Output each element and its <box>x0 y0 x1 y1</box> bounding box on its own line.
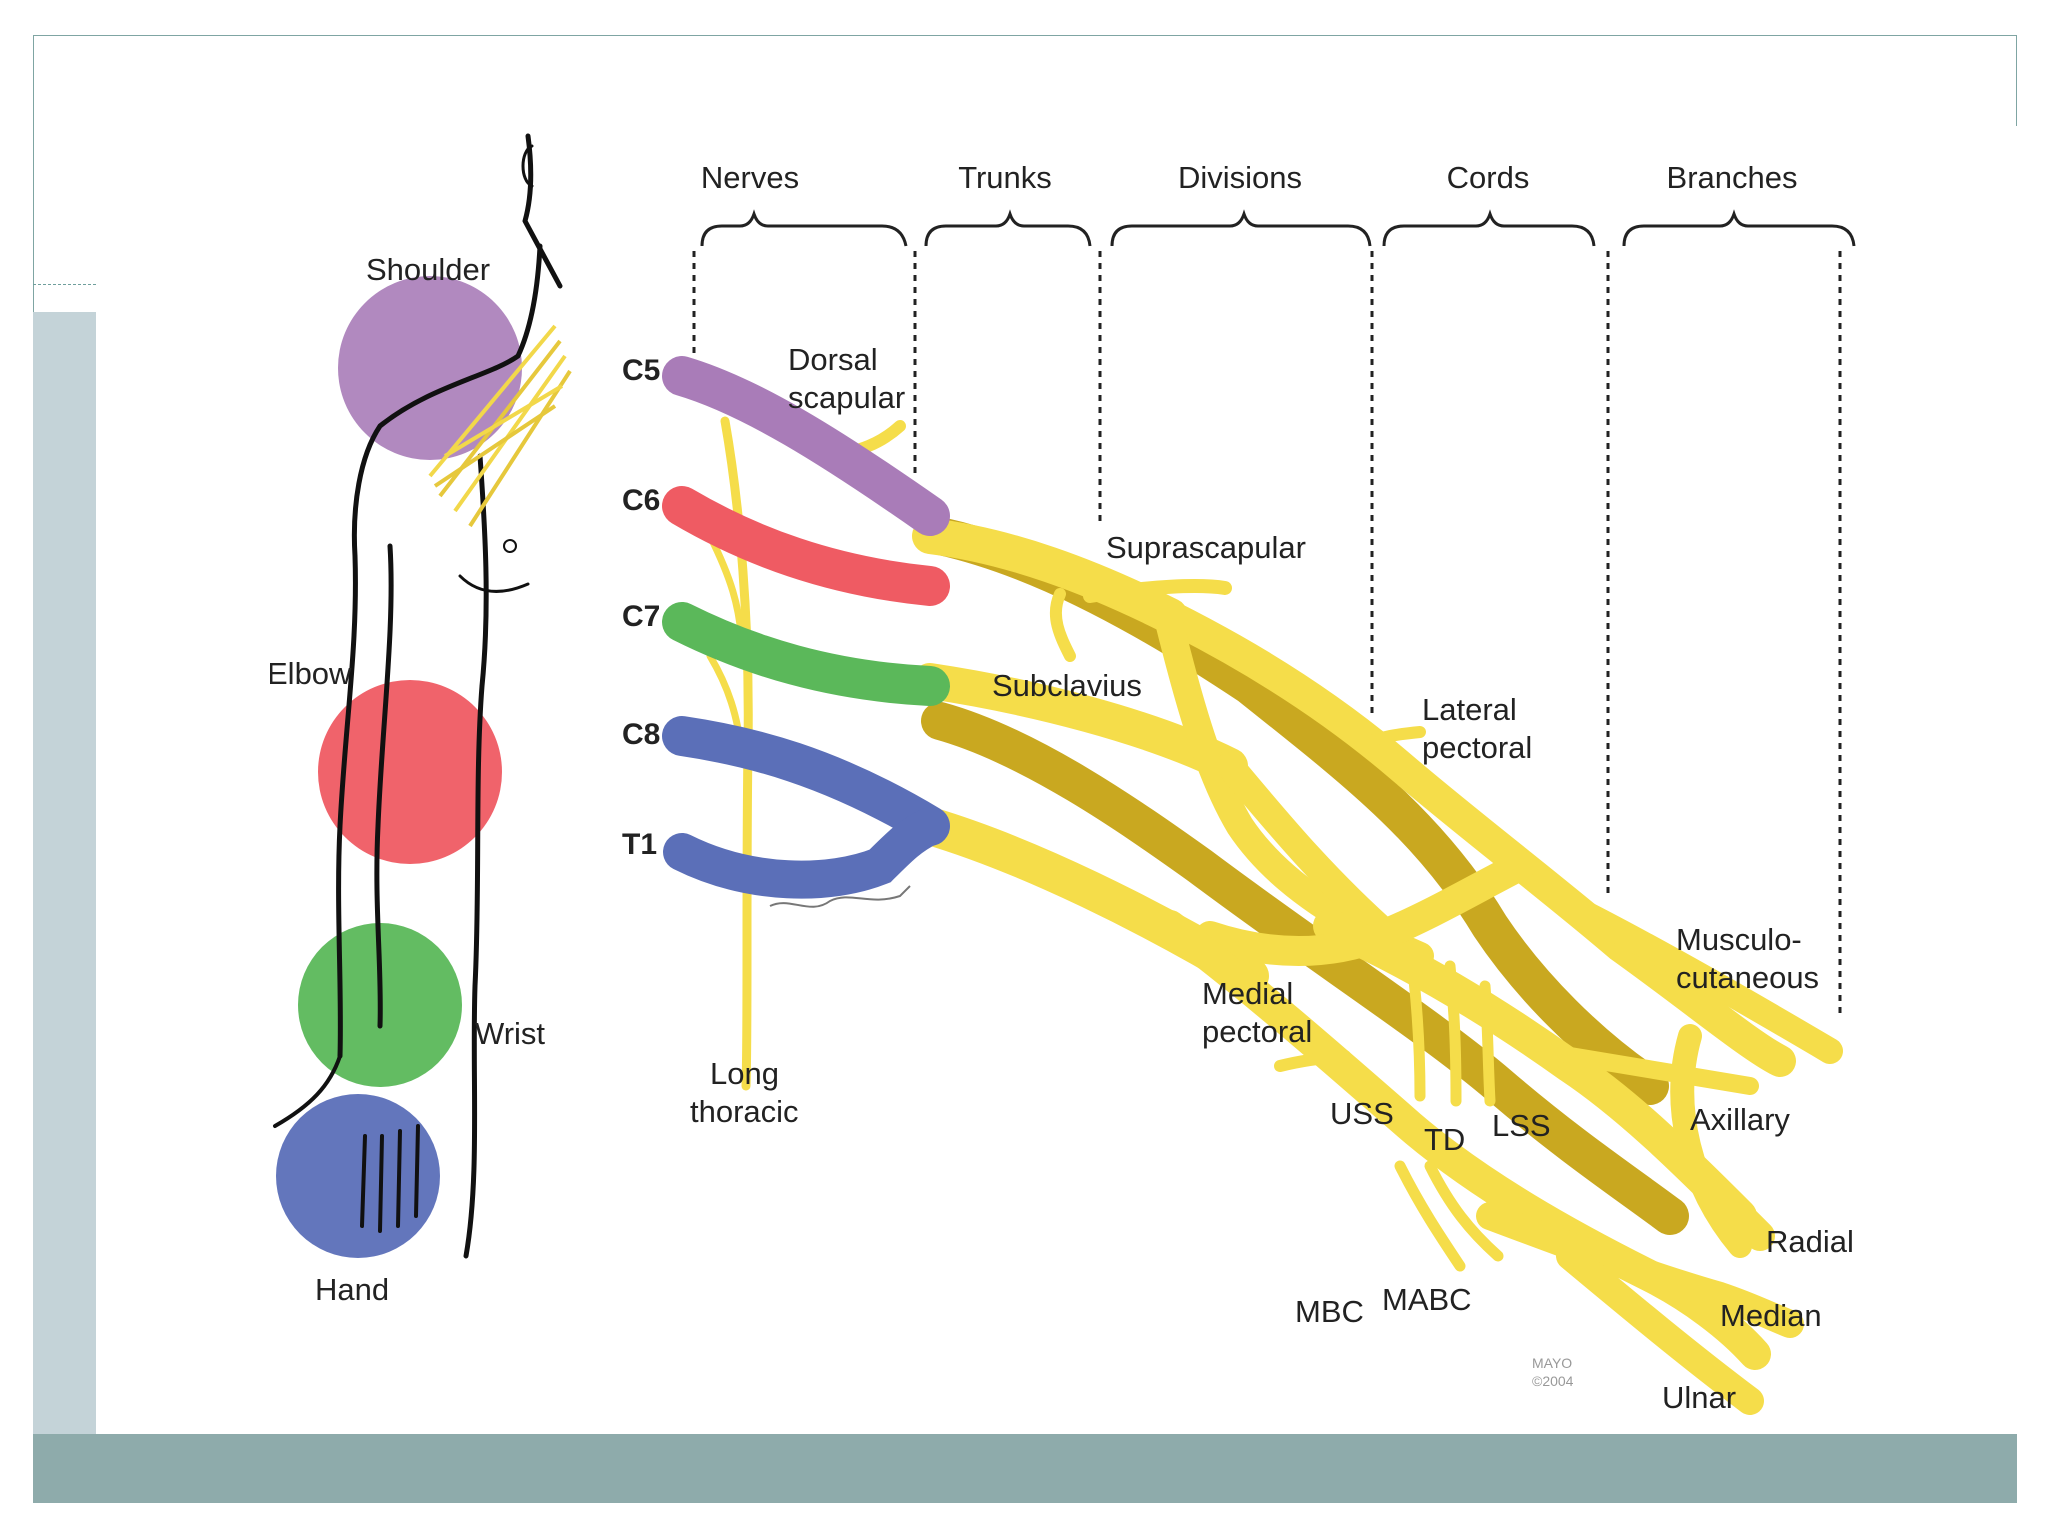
elbow-label: Elbow <box>270 656 352 691</box>
median-nerve <box>1476 1202 1804 1338</box>
mabc-nerve <box>1424 1160 1504 1262</box>
label-medial-pectoral-2: pectoral <box>1202 1014 1312 1049</box>
lss-nerve <box>1479 980 1496 1107</box>
lateral-pectoral-nerve <box>1354 726 1426 752</box>
plexus-nerves <box>662 356 1843 1415</box>
label-dorsal-scapular-1: Dorsal <box>788 342 878 377</box>
label-axillary: Axillary <box>1690 1102 1790 1137</box>
root-label-c7: C7 <box>622 600 660 633</box>
label-lateral-pectoral-1: Lateral <box>1422 692 1517 727</box>
slide-left-band <box>33 312 96 1434</box>
c8-root <box>662 716 950 846</box>
ulnar-nerve <box>1556 1242 1764 1415</box>
artist-signature <box>769 885 911 908</box>
column-headers: Nerves Trunks Divisions Cords Branches <box>692 160 1856 1016</box>
label-td: TD <box>1424 1122 1465 1157</box>
lateral-cord <box>1154 600 1796 1077</box>
musculocutaneous-nerve <box>1557 893 1843 1064</box>
brace-divisions <box>1110 209 1372 247</box>
brace-trunks <box>924 209 1092 247</box>
label-ulnar: Ulnar <box>1662 1380 1736 1415</box>
chest-contour <box>458 574 530 593</box>
label-radial: Radial <box>1766 1224 1854 1259</box>
neck-plexus-strands <box>428 324 572 528</box>
c7-root <box>662 602 950 706</box>
label-musculocutaneous-2: cutaneous <box>1676 960 1819 995</box>
t1-root <box>663 807 949 899</box>
median-lateral-root <box>1670 1024 1752 1258</box>
torso-outline <box>463 453 489 1259</box>
mbc-nerve <box>1394 1160 1466 1272</box>
hand-outline <box>273 1054 420 1233</box>
upper-trunk <box>912 518 1188 634</box>
c6-root <box>662 486 950 606</box>
label-long-thoracic-2: thoracic <box>690 1094 799 1129</box>
medial-pectoral-nerve <box>1274 1050 1351 1072</box>
shoulder-zone <box>338 276 522 460</box>
shoulder-label: Shoulder <box>366 252 490 287</box>
header-nerves: Nerves <box>701 160 799 195</box>
header-divisions: Divisions <box>1178 160 1302 195</box>
label-musculocutaneous-1: Musculo- <box>1676 922 1802 957</box>
credit-line-2: ©2004 <box>1532 1373 1574 1389</box>
root-label-t1: T1 <box>622 828 657 861</box>
anterior-division-lower <box>1195 851 1535 966</box>
root-label-c6: C6 <box>622 484 660 517</box>
label-subclavius: Subclavius <box>992 668 1142 703</box>
arm-inner-outline <box>374 543 394 1029</box>
label-lateral-pectoral-2: pectoral <box>1422 730 1532 765</box>
brace-cords <box>1382 209 1596 247</box>
label-medial-pectoral-1: Medial <box>1202 976 1293 1011</box>
c5-root <box>662 356 950 536</box>
ear-icon <box>521 144 534 188</box>
body-outline <box>273 133 572 1259</box>
root-label-c5: C5 <box>622 354 660 387</box>
subclavius-nerve <box>1049 588 1076 662</box>
axillary-nerve <box>1561 1047 1759 1095</box>
nipple-mark <box>503 539 517 553</box>
label-mabc: MABC <box>1382 1282 1472 1317</box>
wrist-label: Wrist <box>475 1016 545 1051</box>
label-mbc: MBC <box>1295 1294 1364 1329</box>
suprascapular-nerve <box>1083 579 1232 603</box>
label-lss: LSS <box>1492 1108 1551 1143</box>
brace-nerves <box>700 209 908 247</box>
header-cords: Cords <box>1447 160 1530 195</box>
root-label-c8: C8 <box>622 718 660 751</box>
hand-label: Hand <box>315 1272 389 1307</box>
label-suprascapular: Suprascapular <box>1106 530 1306 565</box>
brachial-plexus-figure: Shoulder Elbow Wrist Hand Nerves Trunks … <box>270 126 2017 1434</box>
label-dorsal-scapular-2: scapular <box>788 380 905 415</box>
elbow-zone <box>318 680 502 864</box>
slide-bottom-band <box>33 1434 2017 1503</box>
label-uss: USS <box>1330 1096 1394 1131</box>
header-trunks: Trunks <box>958 160 1052 195</box>
brachial-plexus-diagram: Shoulder Elbow Wrist Hand Nerves Trunks … <box>270 133 1856 1415</box>
label-long-thoracic-1: Long <box>710 1056 779 1091</box>
arm-outer-outline <box>336 353 521 1059</box>
uss-nerve <box>1404 940 1426 1102</box>
td-nerve <box>1444 960 1462 1107</box>
label-median: Median <box>1720 1298 1822 1333</box>
credit-line-1: MAYO <box>1532 1355 1572 1371</box>
brace-branches <box>1622 209 1856 247</box>
header-branches: Branches <box>1667 160 1798 195</box>
slide-dashed-divider <box>33 284 96 285</box>
